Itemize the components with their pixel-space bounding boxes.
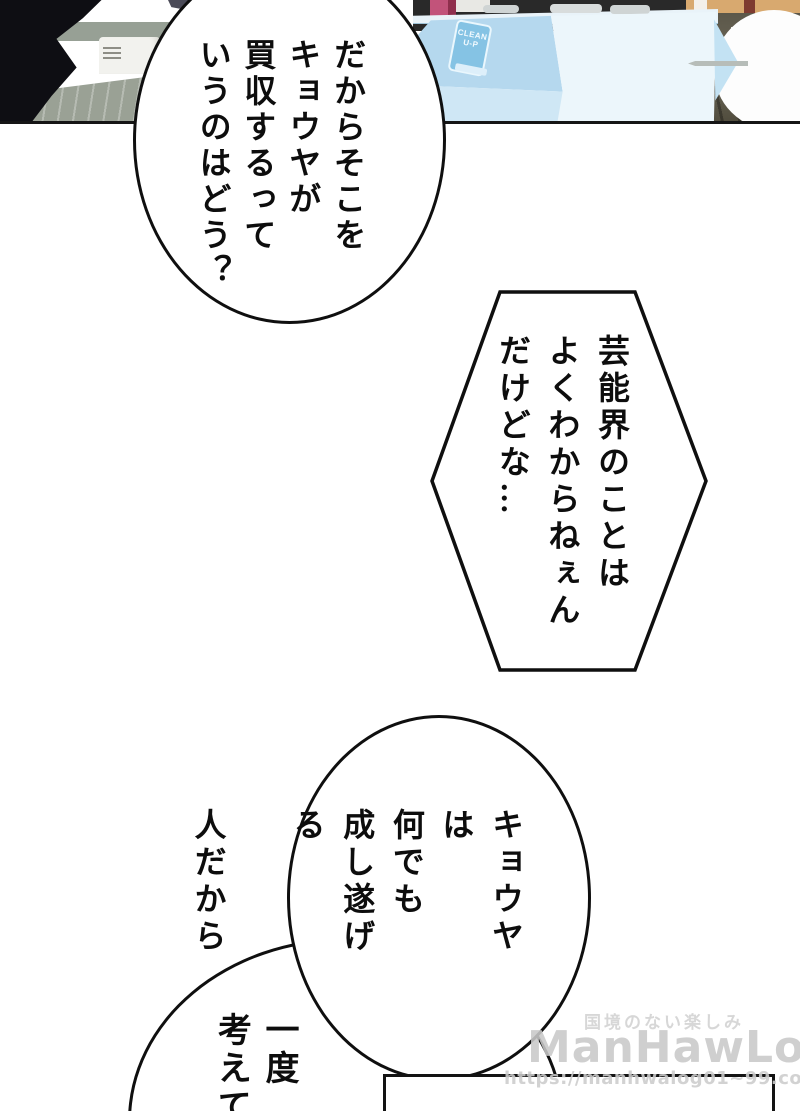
watermark-brand: ManHawLog [527, 1022, 800, 1073]
counter-skirt [427, 85, 563, 121]
speech-bubble-3: キョウヤは 何でも 成し遂げる 人だから [190, 715, 591, 1081]
speech-bubble-2: 芸能界のことは よくわからねぇん だけどな… [428, 288, 710, 674]
speech-text-2: 芸能界のことは よくわからねぇん だけどな… [494, 334, 630, 630]
counter-pointer-bar [688, 61, 748, 66]
speech-text-4: 一度 考えて [212, 1012, 298, 1111]
speech-bubble-1: だからそこを キョウヤが 買収するって いうのはどう？ [133, 0, 446, 324]
speech-text-3: キョウヤは 何でも 成し遂げる 人だから [190, 808, 524, 956]
maroon-strip [744, 0, 755, 13]
reception-counter: CLEAN U-P [404, 4, 738, 121]
counter-tray-3 [610, 5, 650, 14]
shelf-white-box [456, 0, 490, 12]
speech-text-1: だからそこを キョウヤが 買収するって いうのはどう？ [195, 38, 366, 290]
book-spine-red [448, 0, 456, 26]
hexagon-bubble-shape [430, 290, 708, 672]
bottom-panel [383, 1074, 775, 1111]
counter-face-front [547, 11, 717, 121]
jar-label [103, 47, 121, 61]
watermark-tagline: 国境のない楽しみ [584, 1013, 744, 1033]
counter-tray-2 [550, 4, 602, 13]
counter-tray-1 [483, 5, 519, 13]
